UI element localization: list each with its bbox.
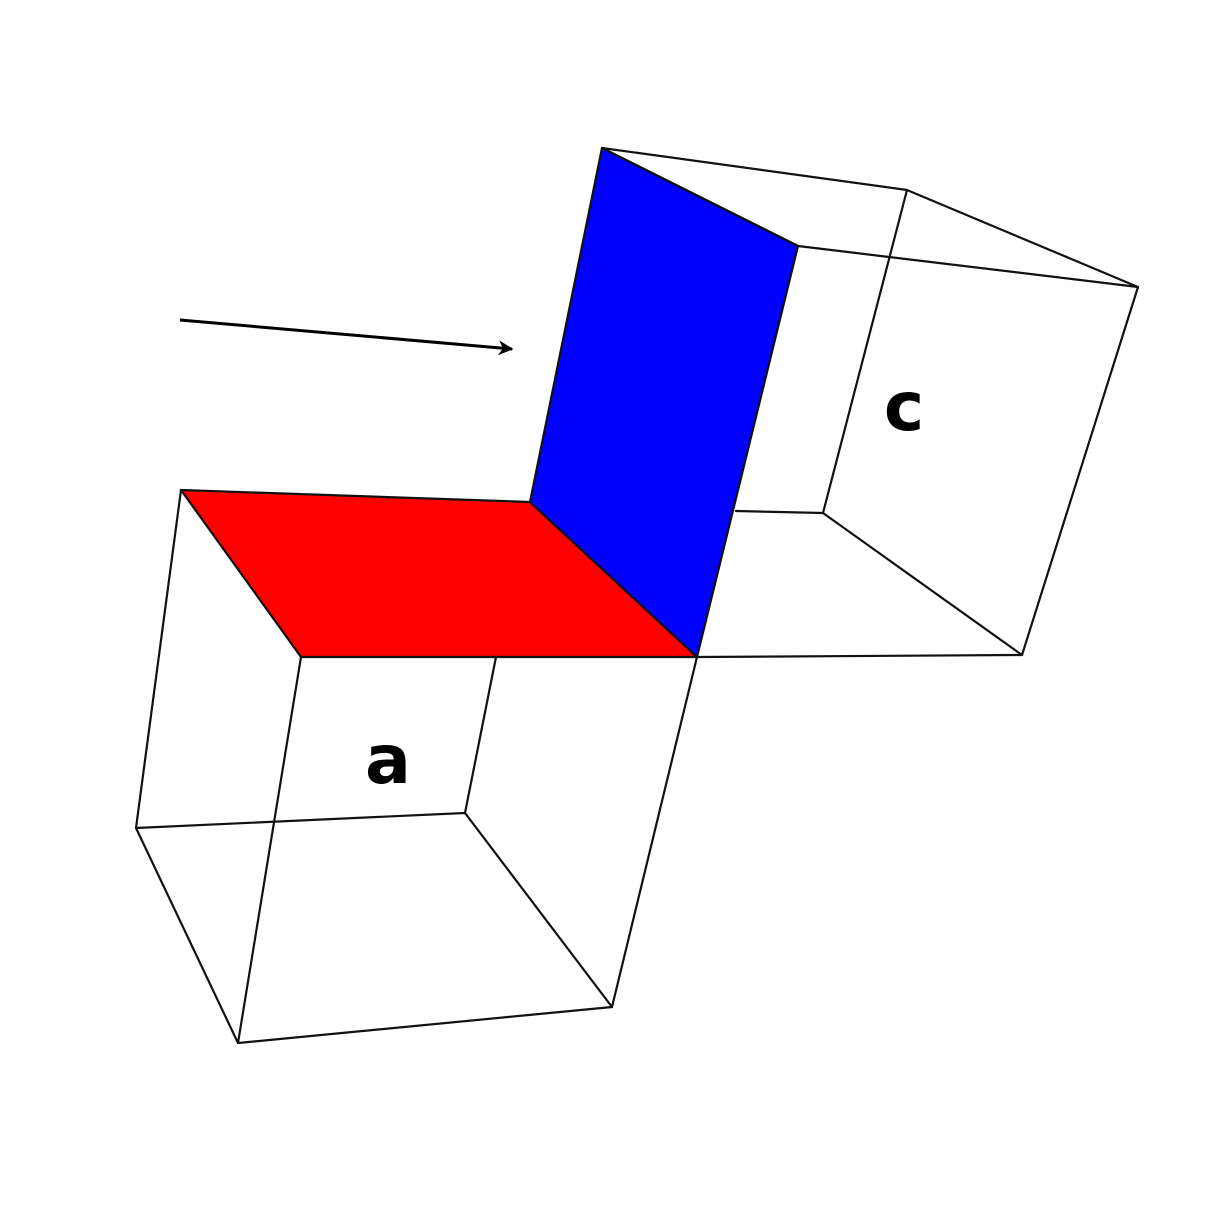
cube-a-inner-edges bbox=[463, 655, 614, 1009]
blue-face bbox=[528, 146, 800, 659]
cube-c-label: c bbox=[884, 368, 924, 447]
pointer-arrow bbox=[179, 318, 514, 356]
cube-c-inner-edge-bottom bbox=[734, 509, 825, 515]
cube-a bbox=[134, 488, 699, 1045]
cube-c-outer-edges bbox=[695, 285, 1140, 659]
cube-a-front-face bbox=[236, 655, 303, 1045]
cube-a-label: a bbox=[365, 721, 411, 800]
cube-a-inner-horizontal bbox=[134, 811, 467, 830]
